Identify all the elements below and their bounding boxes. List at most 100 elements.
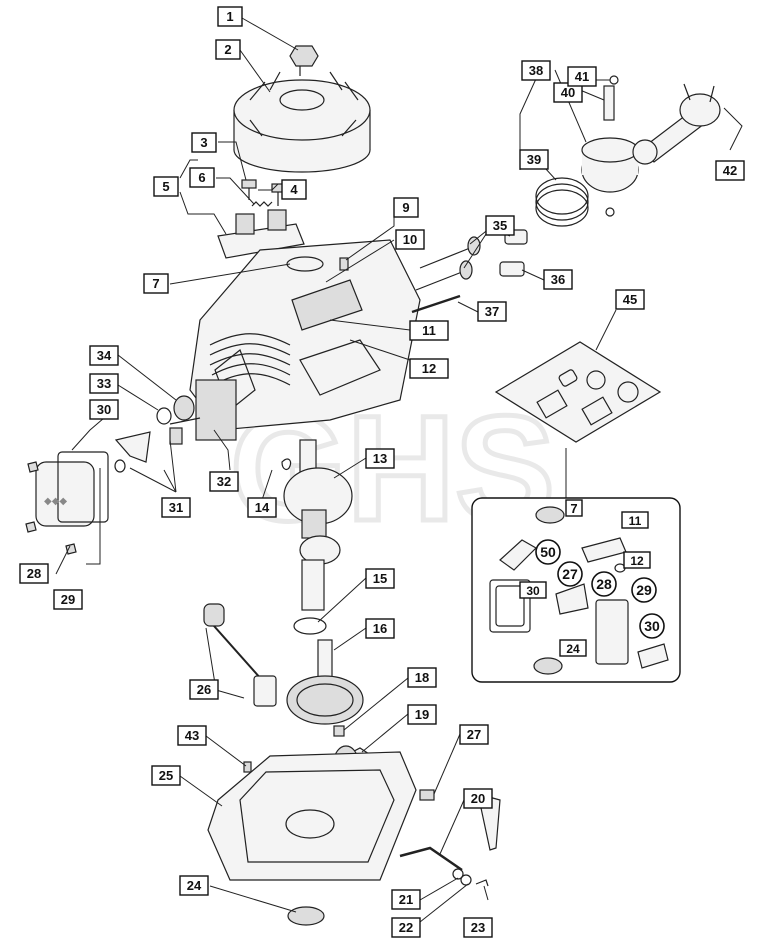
kit-gasket-28 xyxy=(555,583,589,615)
kit-circle-28: 28 xyxy=(591,571,617,597)
flywheel-nut xyxy=(289,45,319,67)
label-21: 21 xyxy=(391,889,421,910)
kit-seal-7 xyxy=(535,506,565,524)
piston-pin-clip xyxy=(609,75,619,85)
svg-text:12: 12 xyxy=(630,554,644,568)
sump-bolt xyxy=(419,789,435,801)
svg-text:30: 30 xyxy=(644,618,660,634)
svg-text:45: 45 xyxy=(623,292,637,307)
label-5: 5 xyxy=(153,176,179,197)
tappet xyxy=(499,261,525,277)
svg-text:27: 27 xyxy=(467,727,481,742)
kit-label-12: 12 xyxy=(623,551,651,569)
label-31: 31 xyxy=(161,497,191,518)
kit-circle-30: 30 xyxy=(639,613,665,639)
label-25: 25 xyxy=(151,765,181,786)
label-30: 30 xyxy=(89,399,119,420)
label-6: 6 xyxy=(189,167,215,188)
svg-text:30: 30 xyxy=(526,584,540,598)
washer-21 xyxy=(452,868,464,880)
label-35: 35 xyxy=(485,215,515,236)
svg-text:34: 34 xyxy=(97,348,112,363)
label-12: 12 xyxy=(409,358,449,379)
svg-text:50: 50 xyxy=(540,544,556,560)
svg-text:36: 36 xyxy=(551,272,565,287)
label-28: 28 xyxy=(19,563,49,584)
label-43: 43 xyxy=(177,725,207,746)
svg-text:15: 15 xyxy=(373,571,387,586)
flywheel xyxy=(233,66,371,173)
svg-text:11: 11 xyxy=(422,323,436,338)
kit-label-30: 30 xyxy=(519,581,547,599)
label-36: 36 xyxy=(543,269,573,290)
label-38: 38 xyxy=(521,60,551,81)
svg-text:22: 22 xyxy=(399,920,413,935)
label-9: 9 xyxy=(393,197,419,218)
label-37: 37 xyxy=(477,301,507,322)
svg-text:2: 2 xyxy=(224,42,231,57)
svg-text:24: 24 xyxy=(187,878,202,893)
label-13: 13 xyxy=(365,448,395,469)
label-1: 1 xyxy=(217,6,243,27)
svg-text:9: 9 xyxy=(402,200,409,215)
svg-text:30: 30 xyxy=(97,402,111,417)
svg-text:16: 16 xyxy=(373,621,387,636)
label-40: 40 xyxy=(553,82,583,103)
label-4: 4 xyxy=(281,179,307,200)
svg-text:35: 35 xyxy=(493,218,507,233)
svg-text:38: 38 xyxy=(529,63,543,78)
svg-text:11: 11 xyxy=(629,514,642,528)
crankcase-sump xyxy=(207,751,417,881)
piston xyxy=(581,137,639,193)
label-26: 26 xyxy=(189,679,219,700)
crankshaft xyxy=(283,439,353,611)
kit-label-7: 7 xyxy=(565,499,583,517)
valves xyxy=(415,229,528,291)
leader-lines xyxy=(55,17,743,923)
label-34: 34 xyxy=(89,345,119,366)
label-2: 2 xyxy=(215,39,241,60)
svg-text:12: 12 xyxy=(422,361,436,376)
svg-text:32: 32 xyxy=(217,474,231,489)
hitch-pin xyxy=(475,879,489,887)
kit-gasket-30 xyxy=(489,579,531,633)
svg-text:41: 41 xyxy=(575,69,589,84)
kit-circle-27: 27 xyxy=(557,561,583,587)
washer-22 xyxy=(460,874,472,886)
svg-text:29: 29 xyxy=(61,592,75,607)
oil-seal-24 xyxy=(287,906,325,926)
svg-text:19: 19 xyxy=(415,707,429,722)
label-20: 20 xyxy=(463,788,493,809)
governor-gear xyxy=(156,395,201,425)
label-29: 29 xyxy=(53,589,83,610)
svg-text:39: 39 xyxy=(527,152,541,167)
label-45: 45 xyxy=(615,289,645,310)
svg-text:37: 37 xyxy=(485,304,499,319)
svg-text:28: 28 xyxy=(596,576,612,592)
svg-text:42: 42 xyxy=(723,163,737,178)
label-16: 16 xyxy=(365,618,395,639)
svg-text:13: 13 xyxy=(373,451,387,466)
label-7: 7 xyxy=(143,273,169,294)
kit-gasket-30b xyxy=(637,643,669,669)
svg-text:10: 10 xyxy=(403,232,417,247)
engine-block xyxy=(189,239,421,441)
ignition-bolt xyxy=(241,179,257,200)
label-27: 27 xyxy=(459,724,489,745)
muffler-bolts xyxy=(25,461,77,555)
svg-text:5: 5 xyxy=(162,179,169,194)
label-32: 32 xyxy=(209,471,239,492)
crankshaft-key xyxy=(281,458,292,471)
piston-rings xyxy=(535,177,589,227)
camshaft xyxy=(286,639,364,725)
piston-pin xyxy=(603,85,615,121)
svg-text:18: 18 xyxy=(415,670,429,685)
svg-text:4: 4 xyxy=(290,182,298,197)
svg-text:29: 29 xyxy=(636,582,652,598)
connecting-rod xyxy=(632,83,721,165)
label-24: 24 xyxy=(179,875,209,896)
kit-seal-24 xyxy=(533,657,563,675)
svg-text:3: 3 xyxy=(200,135,207,150)
